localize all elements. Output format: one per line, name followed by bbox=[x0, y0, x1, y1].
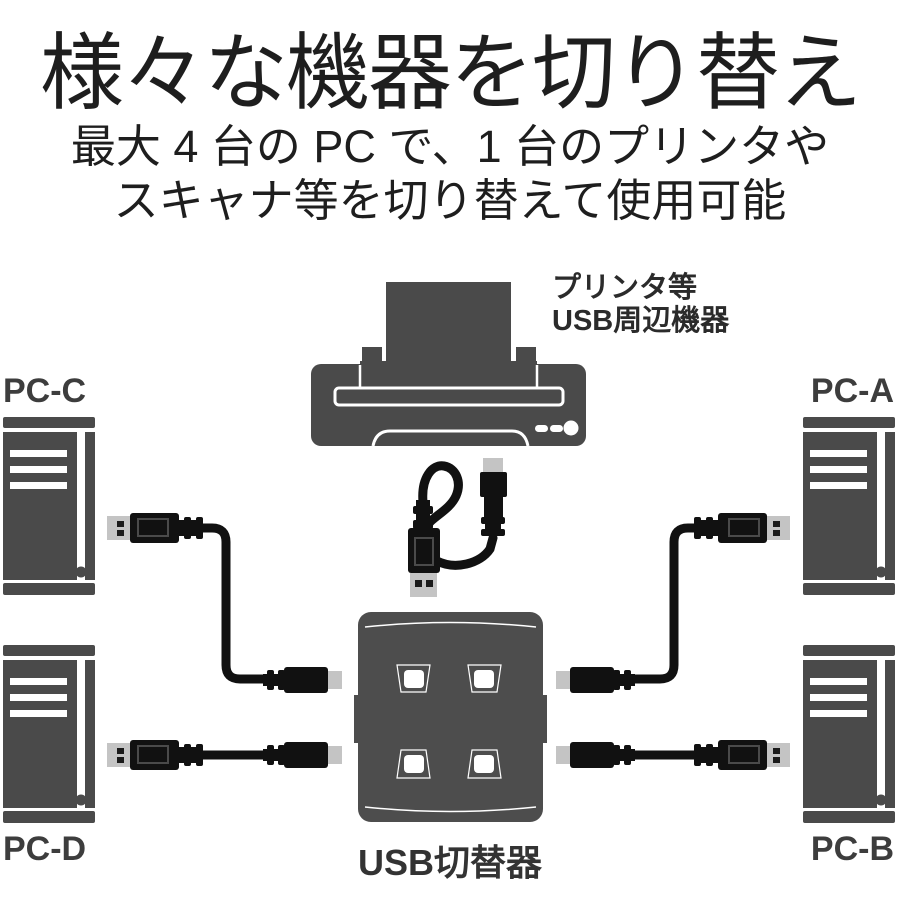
usb-b-plug-icon bbox=[263, 742, 342, 768]
usb-b-plug-icon bbox=[556, 742, 635, 768]
subtitle-line-1: 最大 4 台の PC で、1 台のプリンタや bbox=[70, 121, 830, 172]
switch-button-2 bbox=[467, 664, 502, 693]
pc-d-cable bbox=[106, 739, 342, 771]
usb-a-plug-icon bbox=[106, 512, 204, 544]
pc-a-label: PC-A bbox=[810, 372, 894, 410]
usb-b-plug-icon bbox=[556, 667, 635, 693]
page-title: 様々な機器を切り替え bbox=[39, 26, 862, 120]
pc-b-tower-icon bbox=[803, 645, 895, 823]
usb-a-plug-icon bbox=[106, 739, 204, 771]
switch-button-4 bbox=[467, 749, 502, 779]
printer-icon bbox=[311, 282, 586, 447]
usb-switch-label: USB切替器 bbox=[357, 842, 542, 883]
usb-b-plug-icon bbox=[263, 667, 342, 693]
pc-d-label: PC-D bbox=[3, 830, 87, 868]
pc-b-label: PC-B bbox=[810, 830, 894, 868]
usb-switch-icon bbox=[354, 612, 547, 822]
page-subtitle: 最大 4 台の PC で、1 台のプリンタや スキャナ等を切り替えて使用可能 bbox=[0, 120, 900, 228]
switch-button-3 bbox=[396, 749, 431, 779]
pc-a-cable bbox=[556, 512, 791, 693]
usb-a-plug-icon bbox=[693, 739, 791, 771]
pc-c-tower-icon bbox=[3, 417, 95, 595]
pc-c-cable bbox=[106, 512, 342, 693]
pc-c-label: PC-C bbox=[3, 372, 87, 410]
switch-button-1 bbox=[396, 664, 431, 693]
peripheral-label-line-1: プリンタ等 bbox=[552, 272, 698, 304]
pc-b-cable bbox=[556, 739, 791, 771]
subtitle-line-2: スキャナ等を切り替えて使用可能 bbox=[113, 175, 787, 226]
usb-a-plug-down-icon bbox=[408, 500, 440, 597]
peripheral-label-line-2: USB周辺機器 bbox=[552, 305, 730, 338]
peripheral-label: プリンタ等 USB周辺機器 bbox=[552, 272, 729, 339]
usb-b-plug-up-icon bbox=[480, 458, 507, 536]
pc-d-tower-icon bbox=[3, 645, 95, 823]
pc-a-tower-icon bbox=[803, 417, 895, 595]
peripheral-usb-cable-icon bbox=[408, 458, 507, 597]
usb-a-plug-icon bbox=[693, 512, 791, 544]
